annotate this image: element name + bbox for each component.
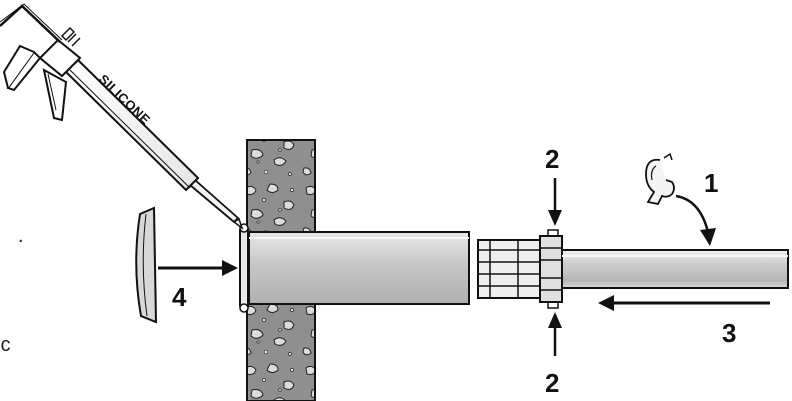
step-label-3: 3	[722, 318, 736, 348]
cover-disc	[135, 206, 158, 324]
rotating-clip	[645, 152, 675, 206]
step-label-2-top: 2	[545, 144, 559, 174]
step-label-4: 4	[172, 282, 187, 312]
flange-ring	[239, 223, 249, 313]
arrow-step-1	[675, 194, 716, 246]
text-fragment-ic: ic	[0, 334, 10, 356]
text-fragment-period: .	[18, 225, 24, 247]
wall-sleeve	[248, 231, 470, 305]
arrow-step-2-top	[548, 178, 562, 226]
main-pipe	[561, 249, 789, 289]
arrow-step-2-bottom	[548, 312, 562, 356]
arrow-step-3	[598, 295, 770, 311]
arrow-step-4	[158, 260, 238, 276]
pipe-fitting	[477, 229, 563, 309]
step-label-1: 1	[704, 168, 718, 198]
silicone-caulking-gun	[0, 3, 244, 231]
step-label-2-bottom: 2	[545, 368, 559, 398]
